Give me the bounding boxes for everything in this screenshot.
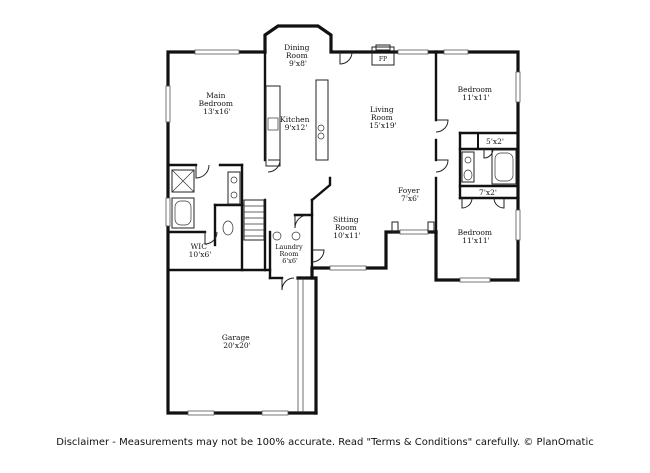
room-label-garage: Garage 20'x20': [222, 333, 252, 350]
room-label-foyer: Foyer 7'x6': [398, 186, 422, 203]
room-label-main-bedroom: Main Bedroom 13'x16': [199, 91, 236, 116]
room-label-dining: Dining Room 9'x8': [284, 43, 312, 68]
room-label-closet-1: 5'x2': [486, 137, 504, 146]
stairs: [243, 199, 265, 241]
disclaimer-text: Disclaimer - Measurements may not be 100…: [56, 437, 594, 448]
room-label-sitting: Sitting Room 10'x11': [333, 215, 361, 240]
windows: [165, 49, 521, 416]
fireplace-label: FP: [379, 56, 387, 63]
room-labels: Dining Room 9'x8' Main Bedroom 13'x16' K…: [189, 43, 504, 350]
room-label-living: Living Room 15'x19': [369, 105, 396, 130]
room-label-closet-2: 7'x2': [479, 188, 497, 197]
room-label-bedroom-1: Bedroom 11'x11': [458, 85, 495, 102]
room-label-bedroom-2: Bedroom 11'x11': [458, 228, 495, 245]
room-label-kitchen: Kitchen 9'x12': [280, 115, 312, 132]
room-label-laundry: Laundry Room 6'x6': [275, 243, 305, 265]
room-label-wic: WIC 10'x6': [189, 242, 212, 259]
fixtures: [171, 44, 517, 413]
